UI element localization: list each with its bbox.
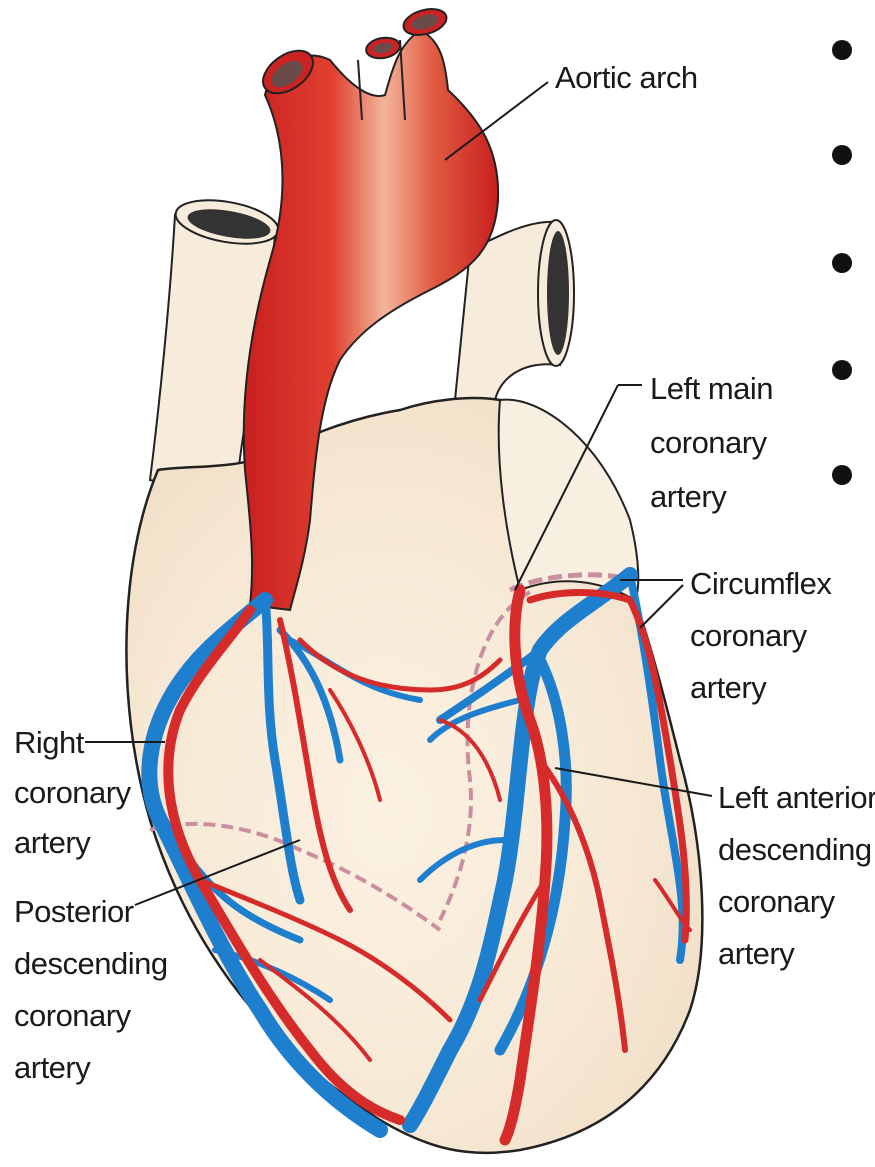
bullet-point (832, 145, 852, 165)
label-left-main-coronary-artery: Left main coronary artery (650, 362, 773, 524)
label-posterior-descending-coronary-artery: Posterior descending coronary artery (14, 886, 168, 1094)
bullet-point (832, 360, 852, 380)
label-aortic-arch: Aortic arch (555, 56, 698, 100)
label-left-anterior-descending-coronary-artery: Left anterior descending coronary artery (718, 772, 875, 980)
bullet-point (832, 40, 852, 60)
label-right-coronary-artery: Right coronary artery (14, 718, 131, 868)
bullet-point (832, 253, 852, 273)
label-circumflex-coronary-artery: Circumflex coronary artery (690, 558, 831, 714)
bullet-point (832, 465, 852, 485)
